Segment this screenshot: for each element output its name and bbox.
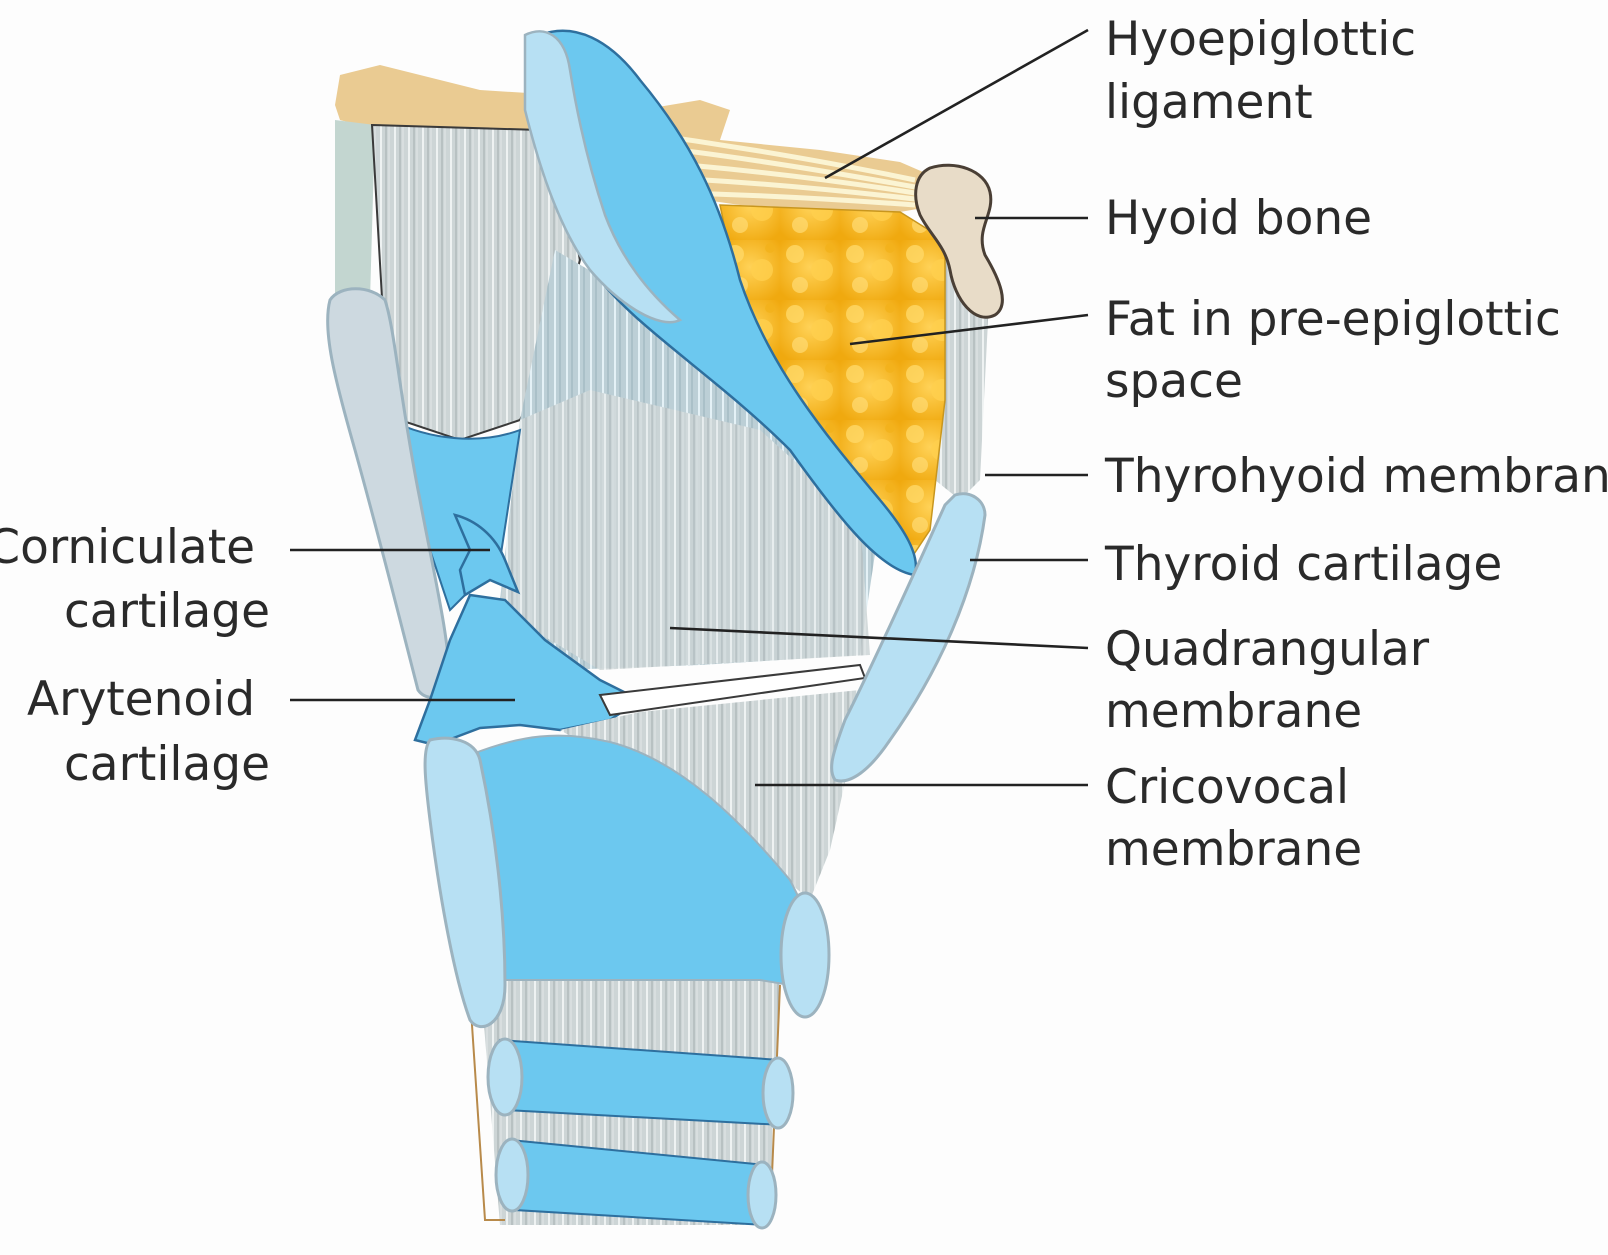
label-arytenoid-cartilage: Arytenoid cartilage xyxy=(27,672,270,792)
tracheal-ring-2-left-end xyxy=(496,1139,528,1211)
tracheal-ring-2-right-end xyxy=(748,1162,776,1228)
left-thyrohyoid-strip xyxy=(335,120,375,300)
label-thyroid-cartilage: Thyroid cartilage xyxy=(1104,537,1502,592)
label-cricovocal-membrane: Cricovocal membrane xyxy=(1105,760,1364,877)
leader-hyoepiglottic xyxy=(825,30,1088,178)
label-hyoid-bone: Hyoid bone xyxy=(1105,191,1372,246)
tracheal-ring-1-right-end xyxy=(763,1058,793,1128)
cricoid-right-rim xyxy=(781,893,829,1017)
label-hyoepiglottic-ligament: Hyoepiglottic ligament xyxy=(1105,12,1431,130)
label-fat-pre-epiglottic: Fat in pre-epiglottic space xyxy=(1105,292,1576,409)
label-corniculate-cartilage: Corniculate cartilage xyxy=(0,520,270,639)
tracheal-ring-1-left-end xyxy=(488,1039,522,1115)
label-thyrohyoid-membrane: Thyrohyoid membrane xyxy=(1104,449,1608,504)
label-quadrangular-membrane: Quadrangular membrane xyxy=(1105,622,1444,739)
